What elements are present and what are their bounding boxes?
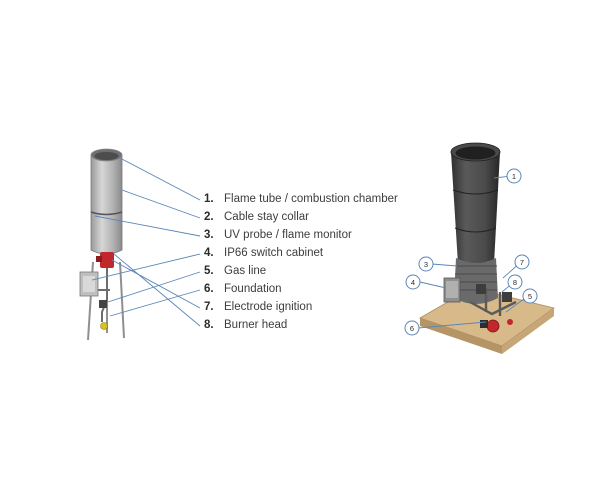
legend-number: 8. [204,319,214,331]
legend-number: 1. [204,193,214,205]
callout-7: 7 [514,254,530,270]
svg-text:7: 7 [520,258,524,267]
cable-stay-collar [90,211,123,216]
callout-6: 6 [404,320,420,336]
callout-3: 3 [418,256,434,272]
leader-lines [91,157,201,327]
callout-4: 4 [405,274,421,290]
burner-head-3d [486,319,500,333]
component-legend: 1. Flame tube / combustion chamber 2. Cabl… [204,190,398,334]
legend-number: 7. [204,301,214,313]
legend-item: 1. Flame tube / combustion chamber [204,190,398,208]
legend-label: IP66 switch cabinet [224,247,324,259]
legend-item: 6. Foundation [204,280,398,298]
legend-label: Gas line [224,265,267,277]
callout-bubbles: 1 3 4 7 8 5 6 [404,168,538,336]
legend-number: 5. [204,265,214,277]
legend-label: Flame tube / combustion chamber [224,193,398,205]
legend-number: 6. [204,283,214,295]
left-flare-illustration [79,148,125,341]
legend-label: Foundation [224,283,282,295]
legend-number: 3. [204,229,214,241]
callout-8: 8 [507,274,523,290]
svg-text:4: 4 [411,278,415,287]
legend-item: 2. Cable stay collar [204,208,398,226]
callout-5: 5 [522,288,538,304]
svg-text:5: 5 [528,292,532,301]
svg-text:3: 3 [424,260,428,269]
legend-item: 8. Burner head [204,316,398,334]
callout-1: 1 [506,168,522,184]
legend-item: 4. IP66 switch cabinet [204,244,398,262]
burner-head [100,252,114,268]
svg-text:1: 1 [512,172,516,181]
legend-label: Burner head [224,319,288,331]
legend-item: 7. Electrode ignition [204,298,398,316]
legend-label: Cable stay collar [224,211,310,223]
legend-label: Electrode ignition [224,301,313,313]
right-flare-illustration [419,142,555,354]
legend-label: UV probe / flame monitor [224,229,352,241]
svg-text:8: 8 [513,278,517,287]
flame-tube-3d [451,152,500,269]
gas-valve [100,322,108,330]
legend-number: 4. [204,247,214,259]
svg-text:6: 6 [410,324,414,333]
legend-number: 2. [204,211,214,223]
legend-item: 3. UV probe / flame monitor [204,226,398,244]
flame-tube [90,154,123,255]
legend-item: 5. Gas line [204,262,398,280]
